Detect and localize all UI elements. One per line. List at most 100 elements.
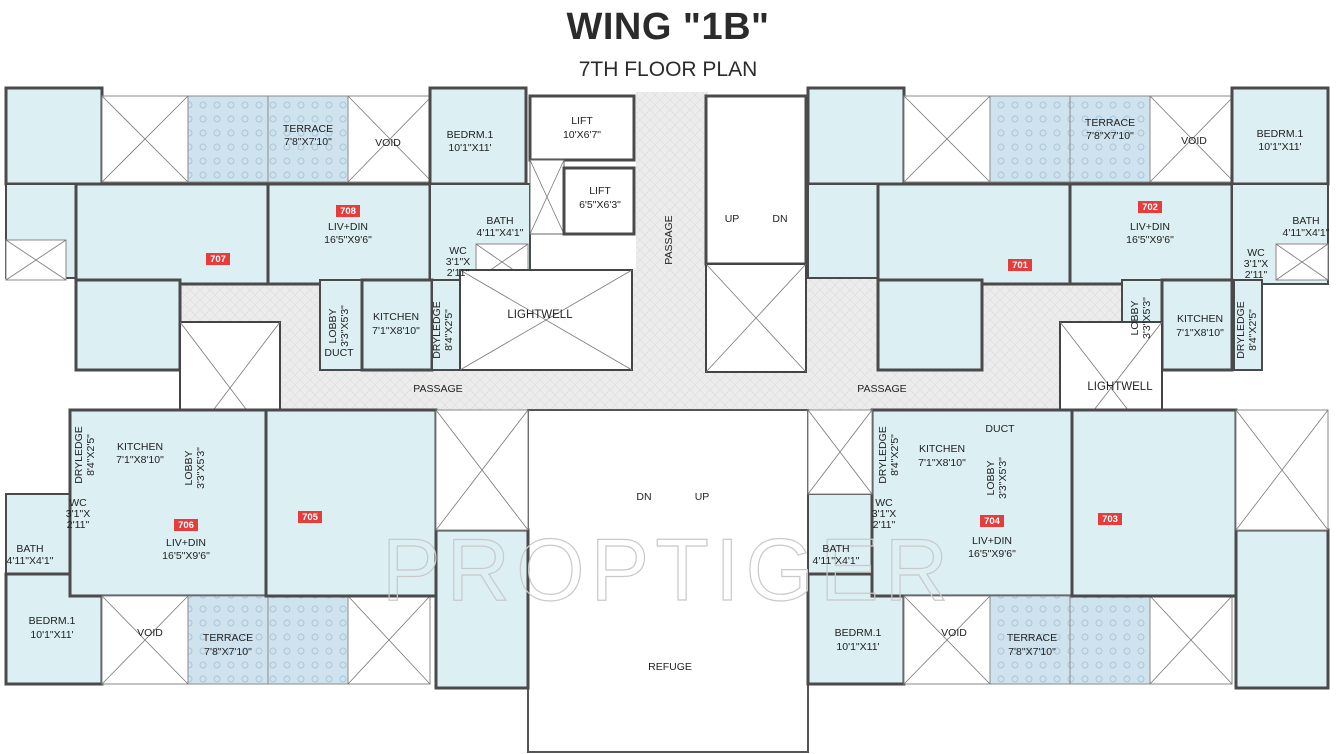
- balcony-701: [989, 95, 1071, 183]
- label-stair-bottom-up: UP: [695, 491, 710, 503]
- duct-702-cross: [1275, 243, 1329, 281]
- label-livdin-708: LIV+DIN: [328, 221, 368, 233]
- label-dryledge-708-size: 8'4"X2'5": [443, 309, 455, 351]
- plan-base: [4, 86, 1330, 753]
- label-terrace-704-size: 7'8"X7'10": [1008, 646, 1056, 658]
- label-bath-706-size: 4'11"X4'1": [7, 555, 54, 567]
- lightwell-left-cross: [459, 269, 633, 371]
- unit701-bath: [807, 183, 879, 279]
- unit708-dryledge: [431, 279, 461, 371]
- label-lobby-706-size: 3'3"X5'3": [195, 447, 207, 489]
- unit703-bedroom: [1234, 528, 1330, 690]
- badge-705: 705: [302, 512, 319, 523]
- balcony-707: [187, 95, 269, 183]
- label-passage-left: PASSAGE: [413, 383, 462, 395]
- label-kitchen-702-size: 7'1"X8'10": [1176, 327, 1224, 339]
- label-lobby-702: LOBBY: [1129, 300, 1141, 335]
- label-wc-704-size-b: 2'11": [873, 519, 896, 531]
- label-dryledge-704-size: 8'4"X2'5": [889, 434, 901, 476]
- badge-704-bg: [980, 515, 1004, 527]
- badge-701: 701: [1012, 260, 1029, 271]
- label-lift1: LIFT: [571, 115, 593, 127]
- stair-top: [704, 94, 808, 266]
- badge-708-bg: [336, 205, 360, 217]
- unit708-lobby: [319, 279, 363, 371]
- label-wc-706-size-a: 3'1"X: [66, 508, 90, 520]
- unit701-living: [876, 182, 1072, 286]
- label-livdin-704: LIV+DIN: [972, 535, 1012, 547]
- label-lift2: LIFT: [589, 185, 611, 197]
- unit708-bedroom: [428, 86, 528, 186]
- terrace-708: [267, 95, 349, 183]
- plan-subtitle: 7TH FLOOR PLAN: [578, 58, 758, 81]
- label-kitchen-704: KITCHEN: [919, 443, 965, 455]
- void-708-cross: [347, 95, 433, 183]
- label-void-708: VOID: [375, 137, 401, 149]
- label-bedroom-708: BEDRM.1: [447, 129, 494, 141]
- label-stair-top-dn: DN: [772, 213, 787, 225]
- label-dryledge-706-size: 8'4"X2'5": [85, 434, 97, 476]
- label-wc-702-size-a: 3'1"X: [1244, 258, 1268, 270]
- unit707-bedroom: [4, 86, 104, 186]
- label-void-704: VOID: [941, 627, 967, 639]
- terrace-706: [187, 595, 269, 685]
- label-bath-702-size: 4'11"X4'1": [1283, 227, 1330, 239]
- unit708-kitchen: [360, 278, 434, 372]
- label-bedroom-706-size: 10'1"X11': [30, 629, 73, 641]
- label-livdin-708-size: 16'5"X9'6": [324, 234, 372, 246]
- unit701-bedroom: [806, 86, 906, 186]
- label-lift2-size: 6'5"X6'3": [579, 199, 621, 211]
- unit705-living: [264, 408, 438, 598]
- unit701-kitchen: [876, 278, 984, 372]
- badge-703: 703: [1102, 514, 1118, 525]
- label-passage-vertical: PASSAGE: [663, 215, 675, 264]
- label-wc-708: WC: [449, 245, 467, 257]
- passage-vertical: [636, 92, 708, 412]
- label-bedroom-704-size: 10'1"X11': [836, 641, 879, 653]
- void-702-cross: [1149, 95, 1235, 183]
- duct-703-cross: [1235, 409, 1329, 531]
- badge-702-bg: [1138, 201, 1162, 213]
- label-livdin-706-size: 16'5"X9'6": [162, 550, 210, 562]
- plan-title: WING "1B": [566, 6, 770, 48]
- void-705-cross: [347, 595, 431, 685]
- label-dryledge-704: DRYLEDGE: [877, 426, 889, 484]
- label-bath-708-size: 4'11"X4'1": [477, 227, 524, 239]
- terrace-704: [989, 595, 1071, 685]
- label-dryledge-702-size: 8'4"X2'5": [1247, 309, 1259, 351]
- badge-706: 706: [178, 520, 194, 531]
- label-bedroom-708-size: 10'1"X11': [448, 142, 491, 154]
- duct-707-cross: [5, 239, 67, 281]
- label-dryledge-706: DRYLEDGE: [73, 426, 85, 484]
- terrace-702: [1069, 95, 1151, 183]
- label-void-702: VOID: [1181, 135, 1207, 147]
- label-terrace-704: TERRACE: [1007, 632, 1057, 644]
- label-lobby-706: LOBBY: [183, 450, 195, 485]
- label-wc-708-size-a: 3'1"X: [446, 256, 470, 268]
- label-wc-704-size-a: 3'1"X: [872, 508, 896, 520]
- label-bath-704: BATH: [822, 543, 849, 555]
- label-lobby-708-size: 3'3"X5'3": [339, 305, 351, 347]
- unit706-bedroom: [4, 572, 104, 686]
- label-lobby-704: LOBBY: [985, 460, 997, 495]
- label-wc-706: WC: [69, 497, 87, 509]
- label-bath-702: BATH: [1292, 215, 1319, 227]
- badge-707: 707: [210, 254, 226, 265]
- unit706-living: [68, 408, 268, 598]
- label-refuge: REFUGE: [648, 661, 692, 673]
- label-bath-704-size: 4'11"X4'1": [813, 555, 860, 567]
- label-kitchen-708: KITCHEN: [373, 311, 419, 323]
- label-lobby-708: LOBBY: [327, 308, 339, 343]
- label-duct-708: DUCT: [324, 347, 354, 359]
- void-703-cross: [1149, 595, 1233, 685]
- label-bedroom-704: BEDRM.1: [835, 627, 882, 639]
- duct-704-cross: [807, 409, 873, 495]
- badge-703-bg: [1098, 513, 1122, 525]
- balcony-705: [267, 595, 349, 685]
- void-707a-cross: [101, 95, 189, 183]
- label-lightwell-right: LIGHTWELL: [1087, 381, 1153, 393]
- label-terrace-708: TERRACE: [283, 123, 333, 135]
- unit704-living: [870, 408, 1074, 598]
- duct-705-cross: [435, 409, 529, 531]
